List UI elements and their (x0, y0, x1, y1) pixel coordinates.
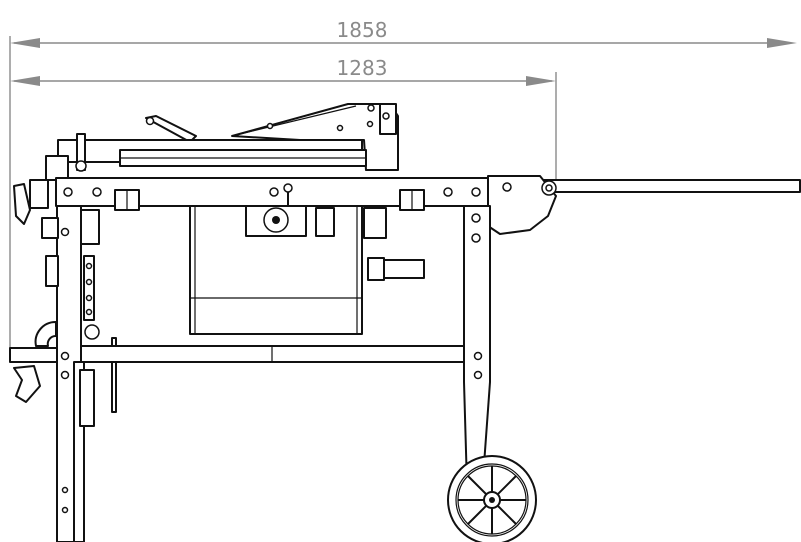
extension-table (487, 175, 801, 235)
dimension-overall: 1858 (9, 18, 797, 352)
table-top (55, 177, 489, 211)
left-clamps (13, 179, 59, 403)
overall-length-label: 1858 (337, 18, 388, 42)
wheel (447, 455, 537, 542)
table-length-label: 1283 (337, 56, 388, 80)
dimension-table: 1283 (10, 56, 557, 180)
motor-housing (189, 183, 425, 335)
rip-fence (45, 133, 367, 181)
left-leg (56, 205, 117, 542)
blade-guard (145, 103, 399, 171)
